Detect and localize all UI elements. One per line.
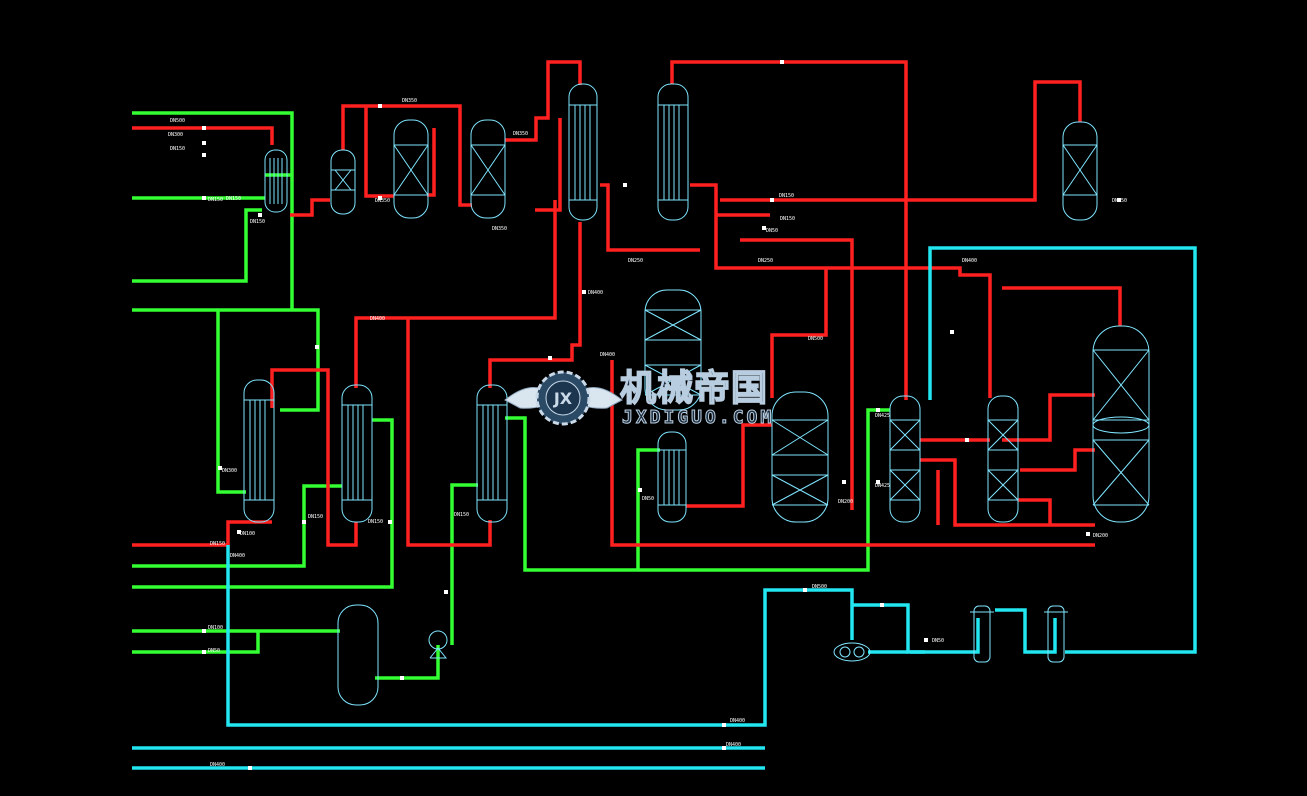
pipe-label: DN50	[932, 638, 944, 644]
pipe-label: DN150	[454, 512, 469, 518]
pipe-label: DN150	[780, 216, 795, 222]
pipe-label: DN400	[600, 352, 615, 358]
green-pipelines	[132, 111, 890, 680]
pipe-label: DN400	[588, 290, 603, 296]
pipe-label: DN350	[492, 226, 507, 232]
tower-2b	[987, 395, 1019, 523]
pipe-label: DN50	[208, 648, 220, 654]
watermark-logo: JX	[504, 370, 623, 426]
pipe-label: DN250	[758, 258, 773, 264]
absorption-tower-2	[1092, 325, 1150, 523]
heat-exchanger-2	[568, 83, 598, 221]
valve-markers	[202, 60, 1121, 770]
pipe-label: DN150	[368, 519, 383, 525]
watermark-badge-text: JX	[553, 389, 573, 408]
pipe-label: DN150	[210, 541, 225, 547]
pipe-label: DN150	[308, 514, 323, 520]
pipe-label: DN150	[250, 219, 265, 225]
tail-gas-column	[1062, 121, 1098, 221]
pipe-label: DN100	[208, 625, 223, 631]
pipe-label: DN500	[170, 118, 185, 124]
pipe-label: DN50	[642, 496, 654, 502]
blower	[833, 642, 871, 662]
storage-tank	[337, 604, 379, 706]
pipe-label: DN400	[730, 718, 745, 724]
equipment	[243, 83, 1150, 706]
absorption-column-1	[644, 289, 702, 411]
heat-exchanger-6	[476, 384, 508, 523]
watermark: JX 机械帝国 JXDIGUO.COM	[504, 367, 774, 429]
pipe-label: DN350	[402, 98, 417, 104]
pipe-label: DN300	[168, 132, 183, 138]
pipe-label: DN400	[230, 553, 245, 559]
watermark-name: 机械帝国	[620, 368, 768, 409]
heat-exchanger-3	[657, 83, 689, 221]
filter-2	[1044, 605, 1068, 663]
pipe-label: DN400	[726, 742, 741, 748]
cyan-pipelines	[132, 246, 1197, 770]
pipe-label: DN350	[513, 131, 528, 137]
pipe-label: DN350	[375, 198, 390, 204]
reactor-1	[393, 119, 429, 219]
tower-2a	[889, 395, 921, 523]
pipe-label: DN400	[370, 316, 385, 322]
pipe-label: DN425	[875, 413, 890, 419]
pipe-label: DN150	[208, 197, 223, 203]
pipe-label: DN500	[812, 584, 827, 590]
cooler-1	[657, 431, 687, 523]
red-pipelines	[132, 60, 1122, 547]
pipe-label: DN425	[875, 483, 890, 489]
watermark-domain: JXDIGUO.COM	[622, 407, 774, 428]
absorption-tower-1	[771, 391, 829, 523]
pump	[428, 630, 448, 659]
pipe-label: DN400	[210, 762, 225, 768]
pipe-label: DN150	[1112, 198, 1127, 204]
pipe-label: DN500	[808, 336, 823, 342]
filter-1	[970, 605, 994, 663]
pipe-labels: DN350 DN350 DN350 DN350 DN150 DN150 DN15…	[168, 98, 1127, 768]
pipe-label: DN200	[1093, 533, 1108, 539]
pipe-label: DN300	[222, 468, 237, 474]
pipe-label: DN250	[628, 258, 643, 264]
pipe-label: DN400	[962, 258, 977, 264]
pipe-label: DN150	[170, 146, 185, 152]
heat-exchanger-4	[243, 379, 275, 523]
pipe-label: DN200	[838, 499, 853, 505]
pipe-label: DN150	[779, 193, 794, 199]
pipe-label: DN50	[766, 228, 778, 234]
pipe-label: DN150	[226, 196, 241, 202]
reactor-2	[470, 119, 506, 219]
pipe-label: DN100	[240, 531, 255, 537]
separator-1	[330, 149, 356, 215]
heat-exchanger-1	[264, 149, 288, 213]
heat-exchanger-5	[341, 384, 373, 523]
